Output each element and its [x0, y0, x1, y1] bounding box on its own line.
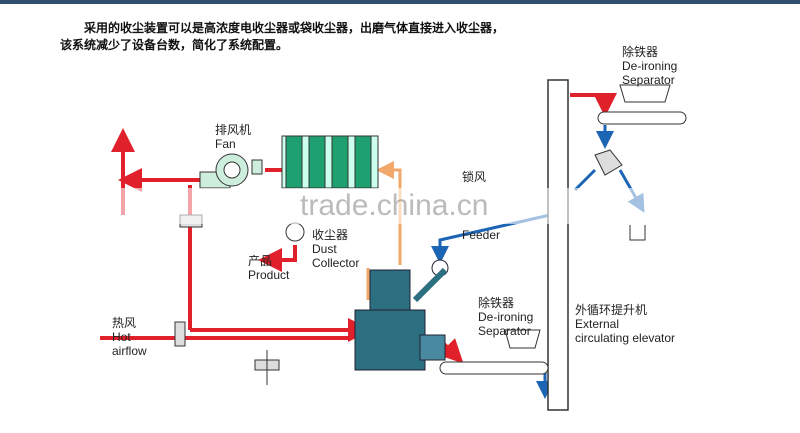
deiron2-cn: 除铁器: [478, 296, 515, 310]
feeder-label-en: Feeder: [462, 228, 501, 242]
feeder-label: 锁风 Feeder: [462, 170, 500, 242]
deiron2-en1: De-ironing: [478, 310, 534, 324]
deiron1-en1: De-ironing: [622, 59, 678, 73]
dust-label-cn: 收尘器: [312, 228, 349, 242]
fan-label-en: Fan: [215, 137, 236, 151]
fan-icon: [199, 153, 263, 189]
intro-text: 采用的收尘装置可以是高浓度电收尘器或袋收尘器，出磨气体直接进入收尘器， 该系统减…: [60, 20, 520, 54]
deiron1-en2: Separator: [622, 73, 675, 87]
watermark: trade.china.cn: [0, 188, 800, 224]
intro-line-1: 采用的收尘装置可以是高浓度电收尘器或袋收尘器，出磨气体直接进入收尘器，: [84, 21, 505, 35]
watermark-text: trade.china.cn: [300, 189, 489, 222]
feeder-label-cn: 锁风: [462, 170, 487, 184]
fan-label-cn: 排风机: [215, 123, 252, 137]
intro-line-2: 该系统减少了设备台数，简化了系统配置。: [60, 38, 289, 52]
dust-label-en2: Collector: [312, 256, 360, 270]
deiron1-cn: 除铁器: [622, 45, 659, 59]
conveyors: [439, 84, 687, 375]
elev-cn: 外循环提升机: [575, 303, 648, 317]
elev-en2: circulating elevator: [575, 331, 676, 345]
elevator: [547, 79, 569, 411]
deiron2-en2: Separator: [478, 324, 531, 338]
vertical-mill-icon: [354, 259, 449, 371]
dust-return-line: [366, 170, 402, 300]
dust-label-en1: Dust: [312, 242, 337, 256]
hot-label-en1: Hot: [112, 330, 131, 344]
hot-air-lines: [100, 93, 617, 364]
product-label-cn: 产品: [248, 254, 273, 268]
elev-en1: External: [575, 317, 620, 331]
product-label-en: Product: [248, 268, 290, 282]
dust-collector-icon: [281, 135, 379, 242]
top-border: [0, 0, 800, 4]
hot-label-en2: airflow: [112, 344, 147, 358]
hot-label-cn: 热风: [112, 316, 137, 330]
